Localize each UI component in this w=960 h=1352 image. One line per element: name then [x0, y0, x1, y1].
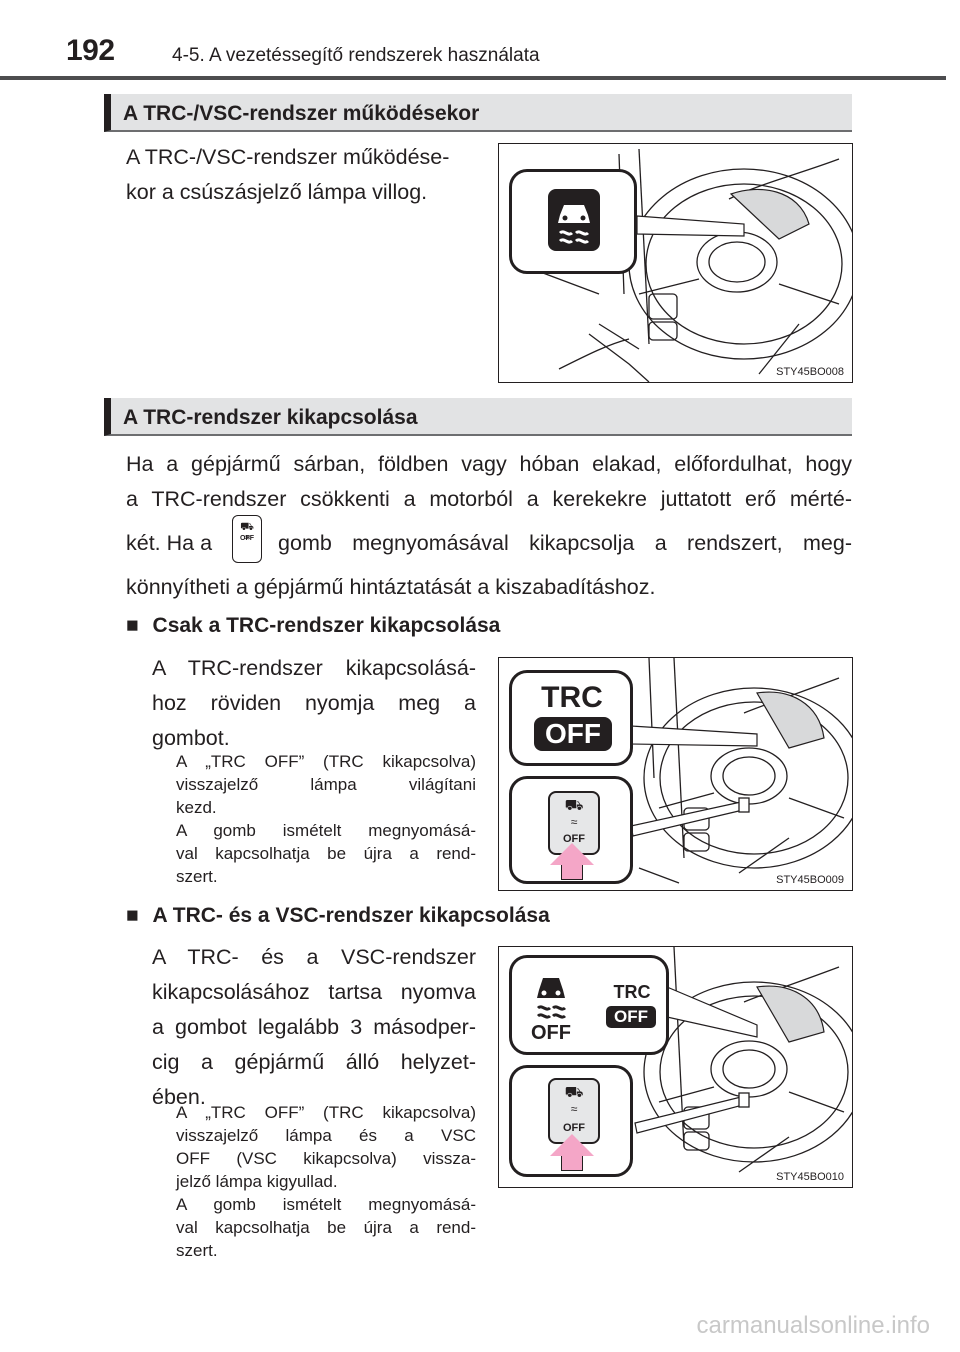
text-line: A „TRC OFF” (TRC kikapcsolva) [176, 752, 476, 771]
figure-code: STY45BO010 [776, 1171, 844, 1183]
bullet: ■ [126, 904, 139, 927]
text-line: A TRC-rendszer kikapcsolásá- [152, 656, 476, 680]
header-rule [0, 76, 946, 80]
section2-line-with-button: két. Ha a ⛟≈ OFF gomb megnyomásával kika… [126, 515, 852, 566]
text-line: A gomb ismételt megnyomásá- [176, 821, 476, 840]
trc-off-button: ⛟ ≈ OFF [548, 1078, 600, 1144]
subsection-heading-trc-only: ■ Csak a TRC-rendszer kikapcsolása [126, 614, 500, 638]
text-line: visszajelző lámpa világítani [176, 775, 476, 794]
figure-trc-vsc-off: OFF TRC OFF ⛟ ≈ OFF STY45BO010 [498, 946, 853, 1188]
text-segment: gomb megnyomásával kikapcsolja a rendsze… [278, 530, 852, 555]
text-segment: két. Ha a [126, 530, 213, 555]
section-heading-trc-vsc-operation: A TRC-/VSC-rendszer működésekor [104, 94, 852, 132]
text-line: Ha a gépjármű sárban, földben vagy hóban… [126, 452, 852, 476]
vsc-off-text: OFF [531, 1022, 571, 1044]
text-line: szert. [176, 1241, 218, 1260]
text-line: val kapcsolhatja be újra a rend- [176, 844, 476, 863]
trc-indicator-text: TRC [541, 681, 603, 714]
text-line: A TRC- és a VSC-rendszer [152, 945, 476, 969]
sub2-note: A „TRC OFF” (TRC kikapcsolva) visszajelz… [176, 1101, 476, 1262]
figure-code: STY45BO008 [776, 366, 844, 378]
text-line: cig a gépjármű álló helyzet- [152, 1050, 476, 1074]
trc-off-button-icon: ⛟≈ OFF [232, 515, 263, 563]
subsection-title: Csak a TRC-rendszer kikapcsolása [152, 614, 501, 637]
section-heading-trc-off: A TRC-rendszer kikapcsolása [104, 398, 852, 436]
text-line: A „TRC OFF” (TRC kikapcsolva) [176, 1103, 476, 1122]
text-line: ében. [152, 1085, 206, 1109]
figure-skid-indicator: STY45BO008 [498, 143, 853, 383]
callout-trc-off-button: ⛟ ≈ OFF [509, 776, 633, 884]
button-label: OFF [563, 833, 585, 845]
callout-trc-off-indicator: TRC OFF [509, 670, 633, 766]
vsc-off-indicator: OFF [528, 972, 574, 1048]
off-indicator-pill: OFF [534, 717, 612, 751]
subsection-heading-trc-vsc-off: ■ A TRC- és a VSC-rendszer kikapcsolása [126, 904, 550, 928]
text-line: a gombot legalább 3 másodper- [152, 1015, 476, 1039]
text-line: A TRC-/VSC-rendszer működése- [126, 145, 450, 169]
subsection-title: A TRC- és a VSC-rendszer kikapcsolása [152, 904, 550, 927]
section2-paragraph: Ha a gépjármű sárban, földben vagy hóban… [126, 447, 852, 517]
section-heading-text: A TRC-/VSC-rendszer működésekor [123, 102, 480, 125]
sub1-note: A „TRC OFF” (TRC kikapcsolva) visszajelz… [176, 750, 476, 888]
callout-skid-indicator [509, 169, 637, 274]
section1-text: A TRC-/VSC-rendszer működése- kor a csús… [126, 140, 486, 210]
car-skid-icon: ⛟≈ [240, 521, 254, 544]
car-skid-icon: ⛟ [564, 1084, 584, 1101]
steering-wheel-icon [630, 658, 852, 884]
arrow-up-icon [550, 843, 594, 865]
text-line: hoz röviden nyomja meg a [152, 691, 476, 715]
text-line: kezd. [176, 798, 217, 817]
trc-indicator-text: TRC [613, 982, 651, 1002]
button-label: OFF [240, 535, 255, 542]
text-line: kor a csúszásjelző lámpa villog. [126, 180, 428, 204]
button-label: OFF [563, 1122, 585, 1134]
steering-wheel-icon [518, 148, 852, 382]
text-line: könnyítheti a gépjármű hintáztatását a k… [126, 575, 656, 599]
text-line: gombot. [152, 726, 230, 750]
text-line: val kapcsolhatja be újra a rend- [176, 1218, 476, 1237]
arrow-stem [561, 1156, 583, 1171]
text-line: szert. [176, 867, 218, 886]
car-skid-icon [536, 978, 567, 1019]
sub1-text: A TRC-rendszer kikapcsolásá- hoz röviden… [152, 651, 476, 756]
skid-marks-icon: ≈ [570, 1102, 578, 1116]
arrow-stem [561, 865, 583, 880]
sub2-text: A TRC- és a VSC-rendszer kikapcsolásához… [152, 940, 476, 1115]
text-line: kikapcsolásához tartsa nyomva [152, 980, 476, 1004]
text-line: visszajelző lámpa és a VSC [176, 1126, 476, 1145]
watermark: carmanualsonline.info [696, 1312, 930, 1339]
figure-trc-off: TRC OFF ⛟ ≈ OFF STY45BO009 [498, 657, 853, 891]
figure-code: STY45BO009 [776, 874, 844, 886]
text-line: jelző lámpa kigyullad. [176, 1172, 338, 1191]
bullet: ■ [126, 614, 139, 637]
arrow-up-icon [550, 1134, 594, 1156]
text-line: OFF (VSC kikapcsolva) vissza- [176, 1149, 476, 1168]
callout-trc-vsc-off-button: ⛟ ≈ OFF [509, 1065, 633, 1177]
car-skid-icon: ⛟ [564, 797, 584, 814]
chapter-title: 4-5. A vezetéssegítő rendszerek használa… [172, 45, 540, 66]
section-heading-text: A TRC-rendszer kikapcsolása [123, 406, 418, 429]
skid-marks-icon: ≈ [570, 815, 578, 829]
text-line: A gomb ismételt megnyomásá- [176, 1195, 476, 1214]
off-indicator-pill: OFF [606, 1006, 656, 1028]
callout-trc-vsc-off-indicators: OFF TRC OFF [509, 955, 669, 1055]
text-line: a TRC-rendszer csökkenti a motorból a ke… [126, 487, 852, 511]
page-number: 192 [66, 34, 115, 67]
skid-indicator-icon [548, 189, 600, 251]
